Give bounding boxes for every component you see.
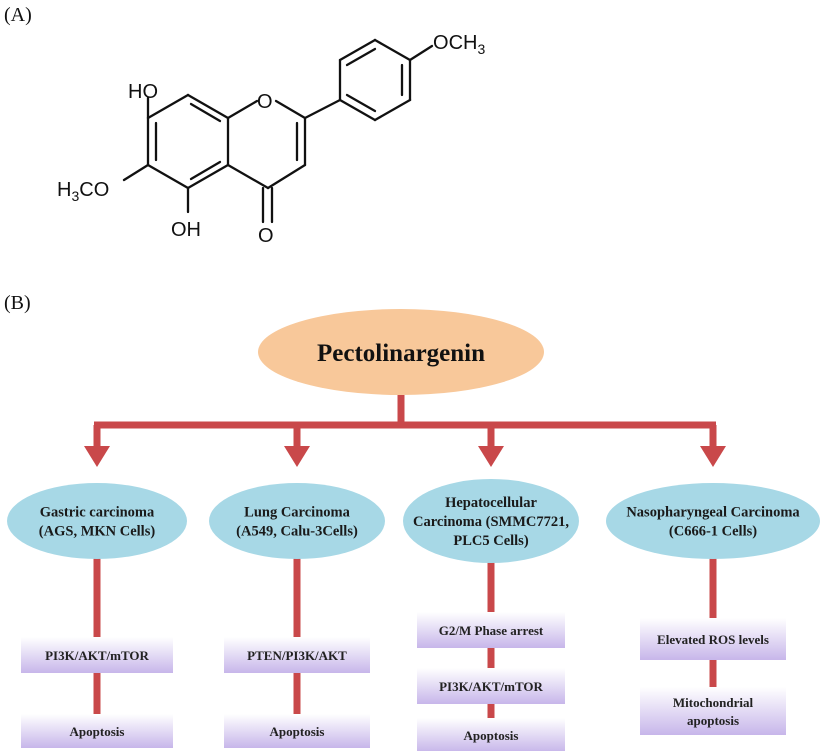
pathway-step-box [21, 637, 173, 673]
bond [186, 163, 230, 190]
pathway-step-label: PI3K/AKT/mTOR [45, 648, 149, 663]
bond [408, 44, 434, 62]
pathway-step-box [640, 618, 786, 660]
carcinoma-node [209, 483, 385, 559]
carcinoma-node [606, 483, 820, 559]
carcinoma-node-label: (C666-1 Cells) [669, 524, 757, 540]
carcinoma-node [7, 483, 187, 559]
carcinoma-node-label: Nasopharyngeal Carcinoma [626, 505, 800, 521]
bond-double [189, 102, 222, 123]
methoxy-label-top: OCH3 [433, 32, 485, 57]
branch-arrowhead [478, 446, 504, 467]
carcinoma-node-label: Carcinoma (SMMC7721, [413, 514, 569, 530]
pathway-step-box [21, 714, 173, 748]
bond [146, 163, 190, 190]
hydroxyl-label-bottom: OH [171, 219, 201, 241]
pathway-step-box [640, 687, 786, 735]
pathway-step-box [417, 668, 565, 704]
bond-double [189, 160, 222, 181]
pathway-step-label: Apoptosis [70, 724, 125, 739]
bond [226, 163, 270, 190]
pathway-step-box [417, 612, 565, 648]
root-node-label: Pectolinargenin [317, 340, 485, 367]
pathway-step-label: apoptosis [687, 713, 739, 728]
carcinoma-node-label: Hepatocellular [445, 495, 537, 511]
ketone-oxygen-label: O [258, 225, 274, 247]
root-node-pectolinargenin [258, 309, 544, 395]
bond [338, 38, 377, 62]
pathway-step-label: G2/M Phase arrest [439, 623, 544, 638]
pathway-step-box [224, 637, 370, 673]
branch-arrowhead [284, 446, 310, 467]
pathway-step-label: Apoptosis [270, 724, 325, 739]
pathway-step-box [417, 718, 565, 751]
bond [274, 99, 307, 120]
bond [338, 98, 377, 122]
bond-double [345, 93, 377, 113]
carcinoma-node-label: Gastric carcinoma [40, 505, 155, 521]
ring-oxygen-label: O [257, 91, 273, 113]
methoxy-label-left: H3CO [57, 179, 109, 204]
pathway-step-label: Apoptosis [464, 728, 519, 743]
pathway-step-label: Mitochondrial [673, 695, 754, 710]
bond [373, 38, 412, 62]
bond [226, 99, 259, 120]
bond-double [345, 47, 377, 67]
bond [146, 93, 190, 120]
carcinoma-node [403, 479, 579, 563]
chemical-structure: HO H3CO OH O O OCH3 [57, 32, 485, 247]
pathway-step-box [224, 714, 370, 748]
pathway-step-label: PI3K/AKT/mTOR [439, 679, 543, 694]
hydroxyl-label-top: HO [128, 81, 158, 103]
bond [373, 98, 412, 122]
carcinoma-node-label: Lung Carcinoma [244, 505, 350, 521]
panel-a-label: (A) [4, 4, 32, 26]
bond [122, 163, 150, 182]
carcinoma-node-label: PLC5 Cells) [453, 533, 528, 549]
branch-arrowhead [84, 446, 110, 467]
bond [266, 163, 307, 190]
carcinoma-node-label: (A549, Calu-3Cells) [236, 524, 358, 540]
carcinoma-node-label: (AGS, MKN Cells) [39, 524, 156, 540]
pathway-step-label: Elevated ROS levels [657, 632, 769, 647]
pathway-step-label: PTEN/PI3K/AKT [247, 648, 347, 663]
branch-arrowhead [700, 446, 726, 467]
panel-b-label: (B) [4, 292, 31, 314]
bond [186, 93, 230, 120]
bond [303, 98, 342, 120]
